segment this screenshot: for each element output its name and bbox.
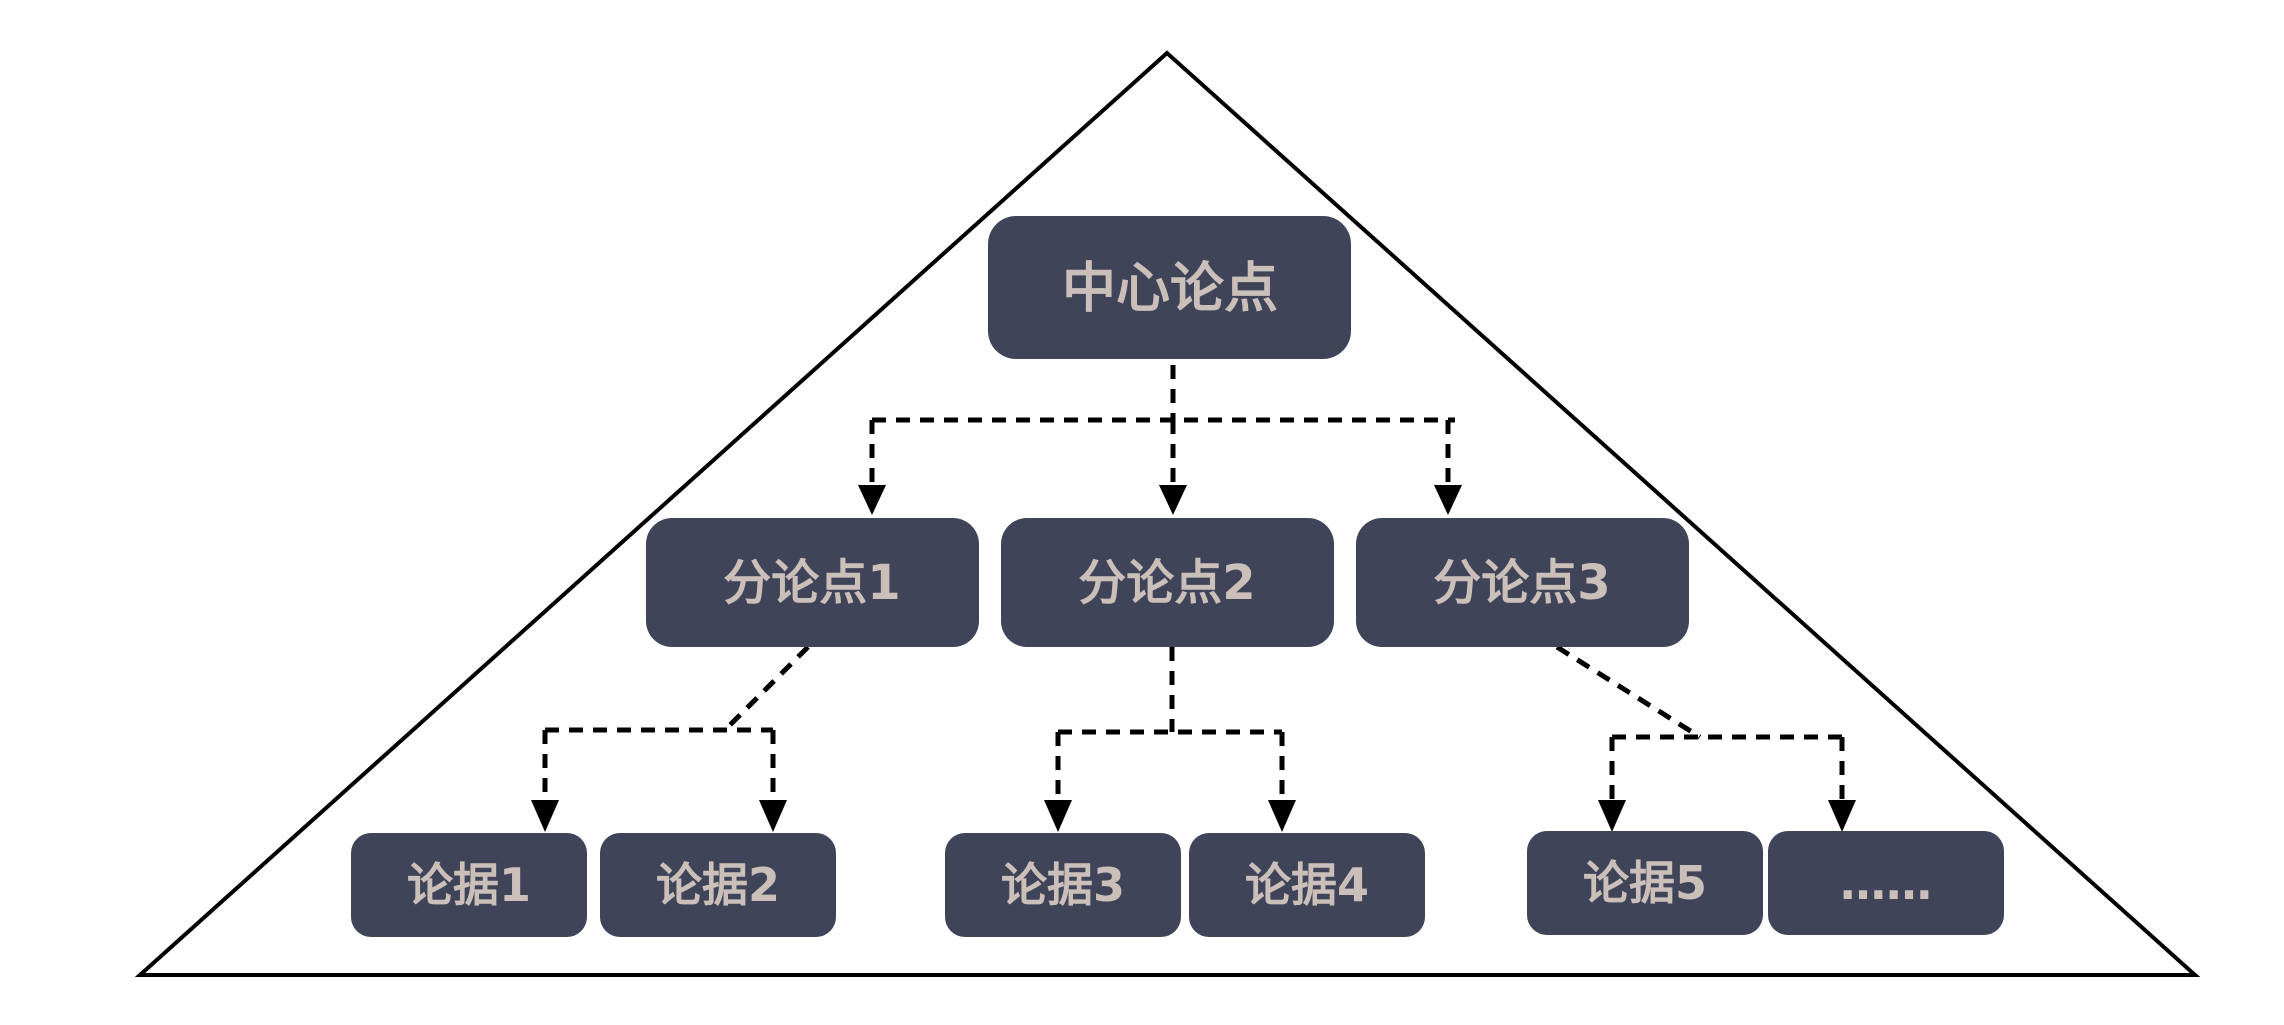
- branch-node-1-label: 分论点1: [723, 555, 900, 611]
- evidence-node-more: ……: [1768, 831, 2004, 935]
- evidence-node-3-box: [945, 833, 1181, 937]
- branch-node-2-box: [1001, 518, 1334, 647]
- branch-3-connectors: [1555, 644, 1856, 832]
- root-node-box: [988, 216, 1351, 359]
- evidence-node-5-label: 论据5: [1583, 856, 1707, 910]
- evidence-node-4: 论据4: [1189, 833, 1425, 937]
- evidence-node-3-label: 论据3: [1001, 858, 1125, 912]
- branch-node-3-label: 分论点3: [1433, 555, 1610, 611]
- evidence-node-more-label: ……: [1840, 856, 1932, 910]
- arrow-to-branch-2: [1159, 485, 1187, 515]
- arrow-to-evidence-1: [531, 800, 559, 832]
- branch-node-3: 分论点3: [1356, 518, 1689, 647]
- evidence-node-3: 论据3: [945, 833, 1181, 937]
- evidence-node-1-label: 论据1: [407, 858, 531, 912]
- evidence-node-more-box: [1768, 831, 2004, 935]
- branch-node-1: 分论点1: [646, 518, 979, 647]
- evidence-node-2: 论据2: [600, 833, 836, 937]
- arrow-to-evidence-4: [1268, 800, 1296, 832]
- branch-node-3-box: [1356, 518, 1689, 647]
- root-connectors: [858, 365, 1462, 515]
- evidence-node-1-box: [351, 833, 587, 937]
- arrow-to-evidence-2: [759, 800, 787, 832]
- evidence-node-4-label: 论据4: [1245, 858, 1369, 912]
- branch-1-connectors: [531, 645, 810, 832]
- branch-1-connector-diagonal: [723, 645, 810, 732]
- branch-2-connectors: [1044, 647, 1296, 832]
- arrow-to-evidence-5: [1598, 800, 1626, 832]
- branch-node-1-box: [646, 518, 979, 647]
- arrow-to-branch-3: [1434, 485, 1462, 515]
- arrow-to-evidence-3: [1044, 800, 1072, 832]
- evidence-node-5-box: [1527, 831, 1763, 935]
- pyramid-outline: [134, 50, 2201, 977]
- evidence-node-5: 论据5: [1527, 831, 1763, 935]
- arrow-to-branch-1: [858, 485, 886, 515]
- evidence-node-2-box: [600, 833, 836, 937]
- evidence-node-1: 论据1: [351, 833, 587, 937]
- evidence-node-4-box: [1189, 833, 1425, 937]
- branch-node-2: 分论点2: [1001, 518, 1334, 647]
- evidence-node-2-label: 论据2: [656, 858, 780, 912]
- root-node-label: 中心论点: [1062, 257, 1278, 320]
- root-node: 中心论点: [988, 216, 1351, 359]
- branch-3-connector-diagonal: [1555, 644, 1702, 740]
- branch-node-2-label: 分论点2: [1078, 555, 1255, 611]
- arrow-to-evidence-more: [1828, 800, 1856, 832]
